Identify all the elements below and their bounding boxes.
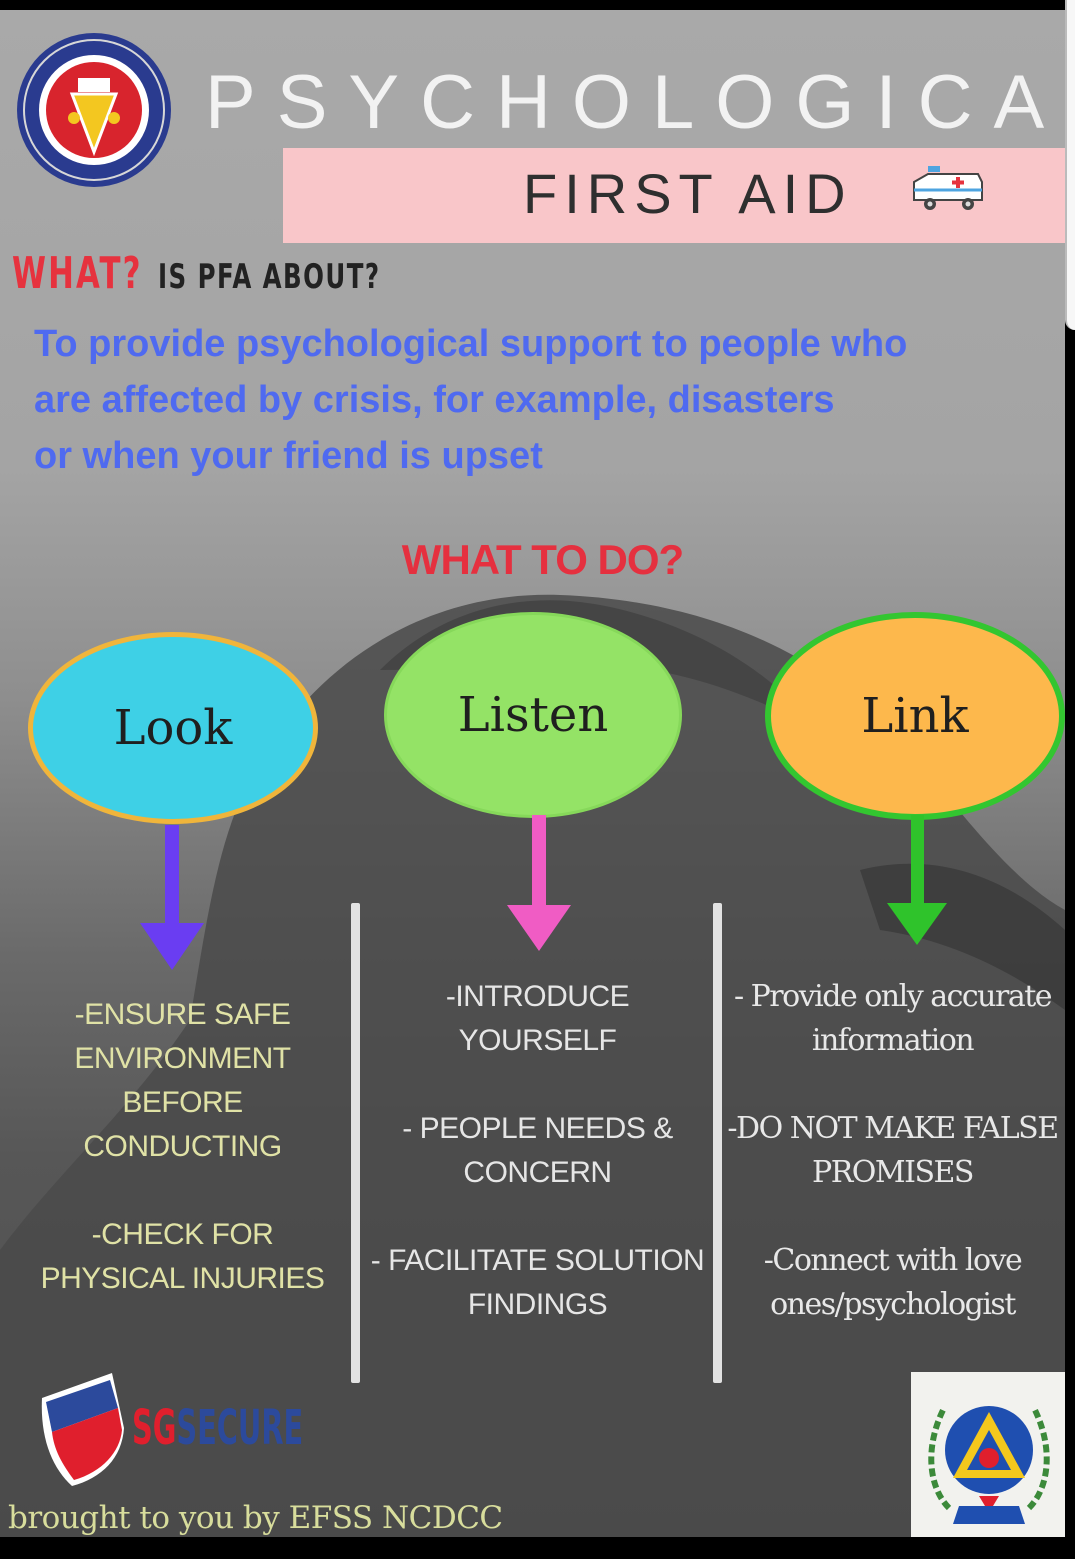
- look-items: -ENSURE SAFE ENVIRONMENT BEFORE CONDUCTI…: [20, 993, 345, 1345]
- ambulance-icon: [913, 166, 983, 210]
- sgsecure-secure: SECURE: [176, 1400, 304, 1456]
- listen-bubble: Listen: [384, 612, 682, 818]
- link-item: - Provide only accurate information: [733, 979, 1053, 1058]
- link-item: -DO NOT MAKE FALSE PROMISES: [727, 1111, 1059, 1190]
- listen-item: - FACILITATE SOLUTION FINDINGS: [370, 1244, 705, 1321]
- first-aid-banner: FIRST AID: [283, 148, 1065, 243]
- sgsecure-shield-icon: [41, 1373, 124, 1486]
- intro-line: or when your friend is upset: [34, 435, 543, 477]
- question-rest: IS PFA ABOUT?: [158, 257, 381, 297]
- link-item: -Connect with love ones/psychologist: [763, 1243, 1023, 1322]
- intro-line: To provide psychological support to peop…: [34, 323, 908, 365]
- bottom-bar: [0, 1537, 1075, 1559]
- column-divider: [351, 903, 360, 1383]
- society-logo-icon: [17, 33, 171, 187]
- sgsecure-wordmark: SGSECURE: [132, 1400, 303, 1456]
- section-title: WHAT TO DO?: [401, 536, 684, 583]
- civil-defence-logo: [911, 1372, 1065, 1537]
- poster-title: PSYCHOLOGICAL: [205, 60, 1065, 145]
- question-what: WHAT?: [12, 248, 143, 299]
- column-divider: [713, 903, 722, 1383]
- look-item: -ENSURE SAFE ENVIRONMENT BEFORE CONDUCTI…: [74, 998, 291, 1163]
- look-item: -CHECK FOR PHYSICAL INJURIES: [40, 1218, 325, 1295]
- sgsecure-sg: SG: [132, 1400, 177, 1456]
- listen-item: -INTRODUCE YOURSELF: [445, 980, 630, 1057]
- listen-item: - PEOPLE NEEDS & CONCERN: [402, 1112, 673, 1189]
- look-arrow-icon: [140, 825, 204, 970]
- intro-line: are affected by crisis, for example, dis…: [34, 379, 835, 421]
- link-arrow-icon: [887, 815, 947, 945]
- question-heading: WHAT? IS PFA ABOUT?: [12, 248, 467, 299]
- link-items: - Provide only accurate information -DO …: [720, 975, 1065, 1371]
- pfa-poster: PSYCHOLOGICAL FIRST AID WHAT? IS PFA ABO…: [0, 10, 1065, 1537]
- banner-text: FIRST AID: [523, 162, 853, 225]
- intro-text: To provide psychological support to peop…: [34, 316, 1044, 484]
- credit-text: brought to you by EFSS NCDCC: [8, 1500, 503, 1536]
- listen-arrow-icon: [507, 815, 571, 951]
- civil-defence-emblem-icon: [928, 1406, 1050, 1524]
- scroll-handle[interactable]: [1065, 0, 1075, 330]
- link-bubble: Link: [765, 612, 1065, 820]
- look-bubble: Look: [28, 632, 318, 824]
- listen-items: -INTRODUCE YOURSELF - PEOPLE NEEDS & CON…: [370, 975, 705, 1371]
